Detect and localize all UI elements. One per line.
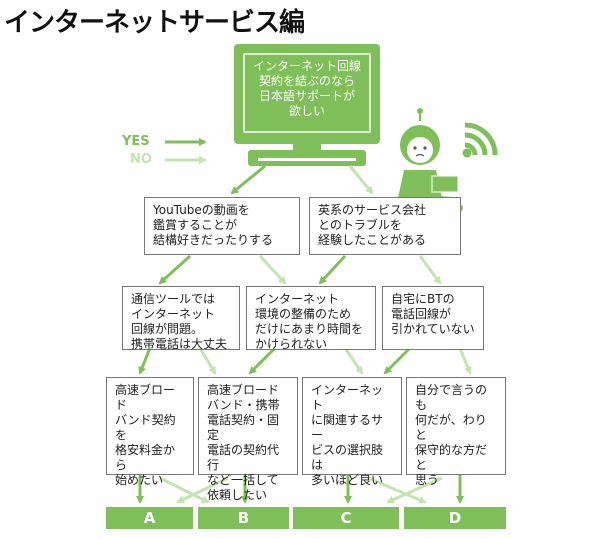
page-title: インターネットサービス編 bbox=[4, 8, 305, 38]
statement-bundle-contract: 高速ブロード バンド・携帯 電話契約・固定 電話の契約代行 など一括して 依頼し… bbox=[198, 377, 298, 502]
statement-cheap-broadband: 高速ブロード バンド契約を 格安料金から 始めたい bbox=[106, 377, 194, 487]
legend-yes-label: YES bbox=[122, 134, 150, 149]
question-no-time: インターネット 環境の整備のため だけにあまり時間を かけられない bbox=[246, 286, 376, 351]
monitor-icon bbox=[234, 44, 380, 166]
result-b: B bbox=[198, 507, 289, 529]
wifi-icon bbox=[462, 122, 498, 158]
statement-many-options: インターネット に関連するサー ビスの選択肢は 多いほど良い bbox=[302, 377, 402, 487]
start-question: インターネット回線 契約を結ぶのなら 日本語サポートが 欲しい bbox=[252, 59, 361, 118]
legend-no: NO bbox=[130, 152, 152, 167]
legend-no-label: NO bbox=[130, 152, 152, 167]
girl-with-laptop-icon bbox=[398, 108, 463, 212]
statement-conservative: 自分で言うのも 何だが、わりと 保守的な方だと 思う bbox=[406, 377, 506, 487]
question-communication-tool: 通信ツールでは インターネット 回線が問題。 携帯電話は大丈夫 bbox=[122, 286, 240, 351]
result-a: A bbox=[106, 507, 193, 529]
result-d: D bbox=[404, 507, 506, 529]
question-bt-line: 自宅にBTの 電話回線が 引かれていない bbox=[382, 286, 484, 350]
question-youtube: YouTubeの動画を 鑑賞することが 結構好きだったりする bbox=[144, 197, 300, 255]
legend-yes: YES bbox=[122, 134, 150, 149]
result-c: C bbox=[293, 507, 399, 529]
question-uk-company-trouble: 英系のサービス会社 とのトラブルを 経験したことがある bbox=[309, 197, 461, 255]
